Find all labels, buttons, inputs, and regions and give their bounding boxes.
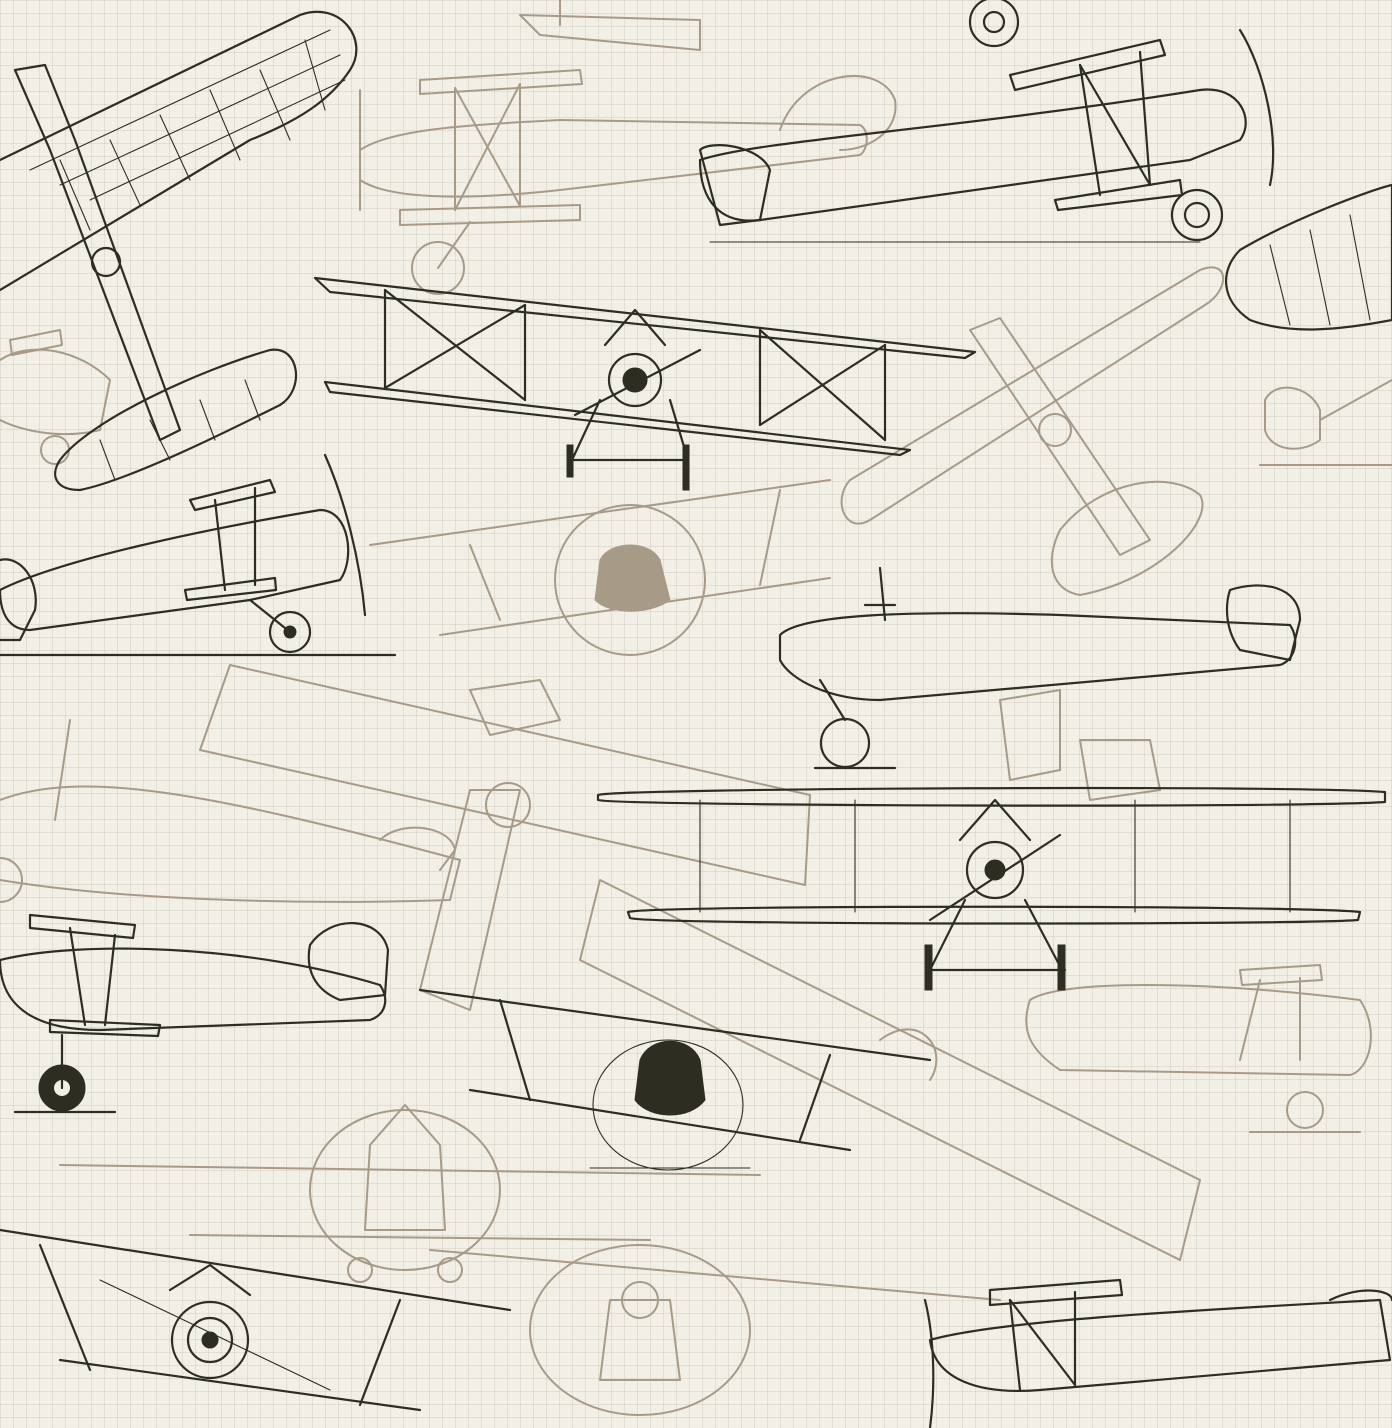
biplane-sideview-icon bbox=[1259, 379, 1392, 466]
biplane-sideview-icon bbox=[359, 69, 897, 295]
biplane-sideview-icon bbox=[519, 0, 701, 51]
biplane-topview-icon bbox=[0, 10, 358, 492]
monoplane-sideview-icon bbox=[778, 566, 1302, 770]
monoplane-sideview-icon bbox=[0, 719, 461, 903]
biplane-sideview-icon bbox=[923, 1278, 1392, 1428]
biplane-frontview-icon bbox=[369, 479, 831, 656]
biplane-frontview-icon bbox=[0, 1228, 512, 1412]
biplane-sideview-icon bbox=[698, 0, 1275, 243]
biplane-frontview-icon bbox=[429, 1244, 1001, 1416]
biplane-frontview-icon bbox=[59, 1104, 761, 1283]
biplane-sideview-icon bbox=[0, 913, 390, 1114]
biplane-frontview-icon bbox=[596, 786, 1387, 991]
biplane-frontview-icon bbox=[418, 988, 932, 1171]
biplane-sideview-icon bbox=[0, 329, 111, 465]
biplane-sideview-icon bbox=[1025, 964, 1372, 1133]
biplane-topview-icon bbox=[840, 266, 1225, 596]
biplane-sideview-icon bbox=[0, 453, 397, 657]
biplane-frontview-icon bbox=[313, 276, 977, 491]
monoplane-sideview-icon bbox=[199, 664, 1201, 1261]
biplane-topview-icon bbox=[1225, 183, 1392, 331]
